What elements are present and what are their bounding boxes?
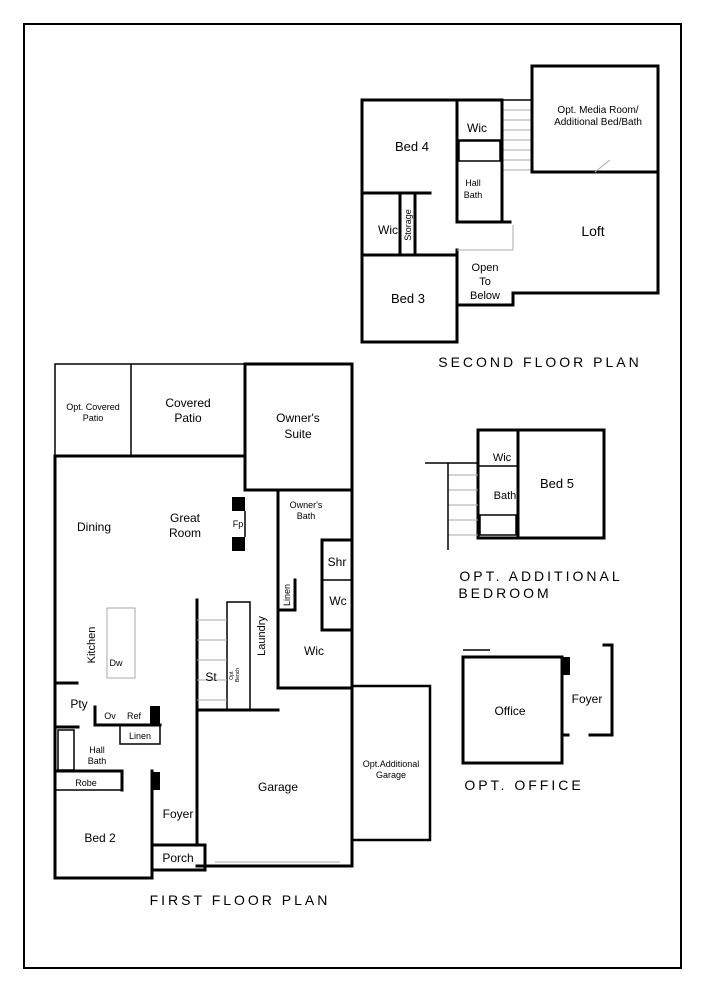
second-floor-title: SECOND FLOOR PLAN	[438, 354, 641, 370]
room-label-kitchen: Kitchen	[86, 627, 98, 664]
room-label-pantry: Pty	[70, 697, 87, 711]
room-label-open-to-below: To	[479, 276, 491, 288]
room-label-hall-bath: Hall	[465, 178, 481, 188]
room-label-bed3: Bed 3	[391, 291, 425, 306]
room-label-foyer: Foyer	[572, 692, 603, 706]
opt-office-plan	[461, 643, 614, 765]
room-label-hall-bath: Bath	[464, 190, 483, 200]
room-label-porch: Porch	[162, 851, 193, 865]
room-label-fireplace: Fp	[233, 519, 244, 529]
room-label-opt-covered-patio: Opt. Covered	[66, 402, 120, 412]
room-label-bath: Bath	[494, 490, 517, 502]
room-label-loft: Loft	[581, 223, 604, 239]
sheet-border	[23, 23, 682, 969]
room-label-dishwasher: Dw	[110, 658, 123, 668]
room-label-garage: Garage	[258, 780, 298, 794]
room-label-refrigerator: Ref	[127, 711, 142, 721]
room-label-great-room: Great	[170, 511, 201, 525]
room-label-covered-patio: Covered	[165, 396, 210, 410]
room-label-opt-additional-garage: Garage	[376, 770, 406, 780]
room-label-owners-bath: Owner's	[290, 500, 323, 510]
room-label-bed5: Bed 5	[540, 476, 574, 491]
room-label-media-room: Additional Bed/Bath	[554, 117, 642, 128]
second-floor-plan	[360, 64, 660, 344]
opt-bedroom-title: OPT. ADDITIONAL	[459, 568, 622, 584]
room-label-open-to-below: Below	[470, 290, 500, 302]
room-label-hall-bath: Hall	[89, 745, 105, 755]
room-label-open-to-below: Open	[472, 262, 499, 274]
room-label-bed2: Bed 2	[84, 831, 116, 845]
room-label-stairs: St	[205, 670, 217, 684]
room-label-linen: Linen	[282, 584, 292, 606]
room-label-shower: Shr	[328, 555, 347, 569]
room-label-great-room: Room	[169, 526, 201, 540]
room-label-wic: Wic	[378, 223, 398, 237]
room-label-office: Office	[494, 704, 525, 718]
first-floor-plan	[53, 362, 432, 880]
room-label-opt-bench: Bench	[235, 668, 241, 682]
first-floor-title: FIRST FLOOR PLAN	[150, 892, 331, 908]
opt-bedroom-plan	[425, 428, 606, 550]
room-label-bed4: Bed 4	[395, 139, 429, 154]
room-label-wc: Wc	[329, 594, 346, 608]
room-label-laundry: Laundry	[256, 616, 268, 656]
room-label-owners-suite: Owner's	[276, 411, 320, 425]
room-label-linen: Linen	[129, 731, 151, 741]
room-label-storage: Storage	[403, 209, 413, 241]
room-label-owners-suite: Suite	[284, 427, 312, 441]
room-label-wic: Wic	[304, 644, 324, 658]
room-label-wic: Wic	[467, 121, 487, 135]
room-label-robe: Robe	[75, 778, 97, 788]
opt-office-title: OPT. OFFICE	[464, 777, 583, 793]
room-label-wic: Wic	[493, 452, 512, 464]
room-label-opt-additional-garage: Opt.Additional	[363, 759, 420, 769]
room-label-opt-covered-patio: Patio	[83, 413, 104, 423]
room-label-hall-bath: Bath	[88, 756, 107, 766]
room-label-covered-patio: Patio	[174, 411, 202, 425]
room-label-foyer: Foyer	[163, 807, 194, 821]
room-label-dining: Dining	[77, 520, 111, 534]
room-label-oven: Ov	[104, 711, 116, 721]
room-label-media-room: Opt. Media Room/	[557, 105, 638, 116]
opt-bedroom-title: BEDROOM	[458, 585, 551, 601]
room-label-owners-bath: Bath	[297, 511, 316, 521]
room-label-opt-bench: Opt.	[229, 670, 235, 679]
